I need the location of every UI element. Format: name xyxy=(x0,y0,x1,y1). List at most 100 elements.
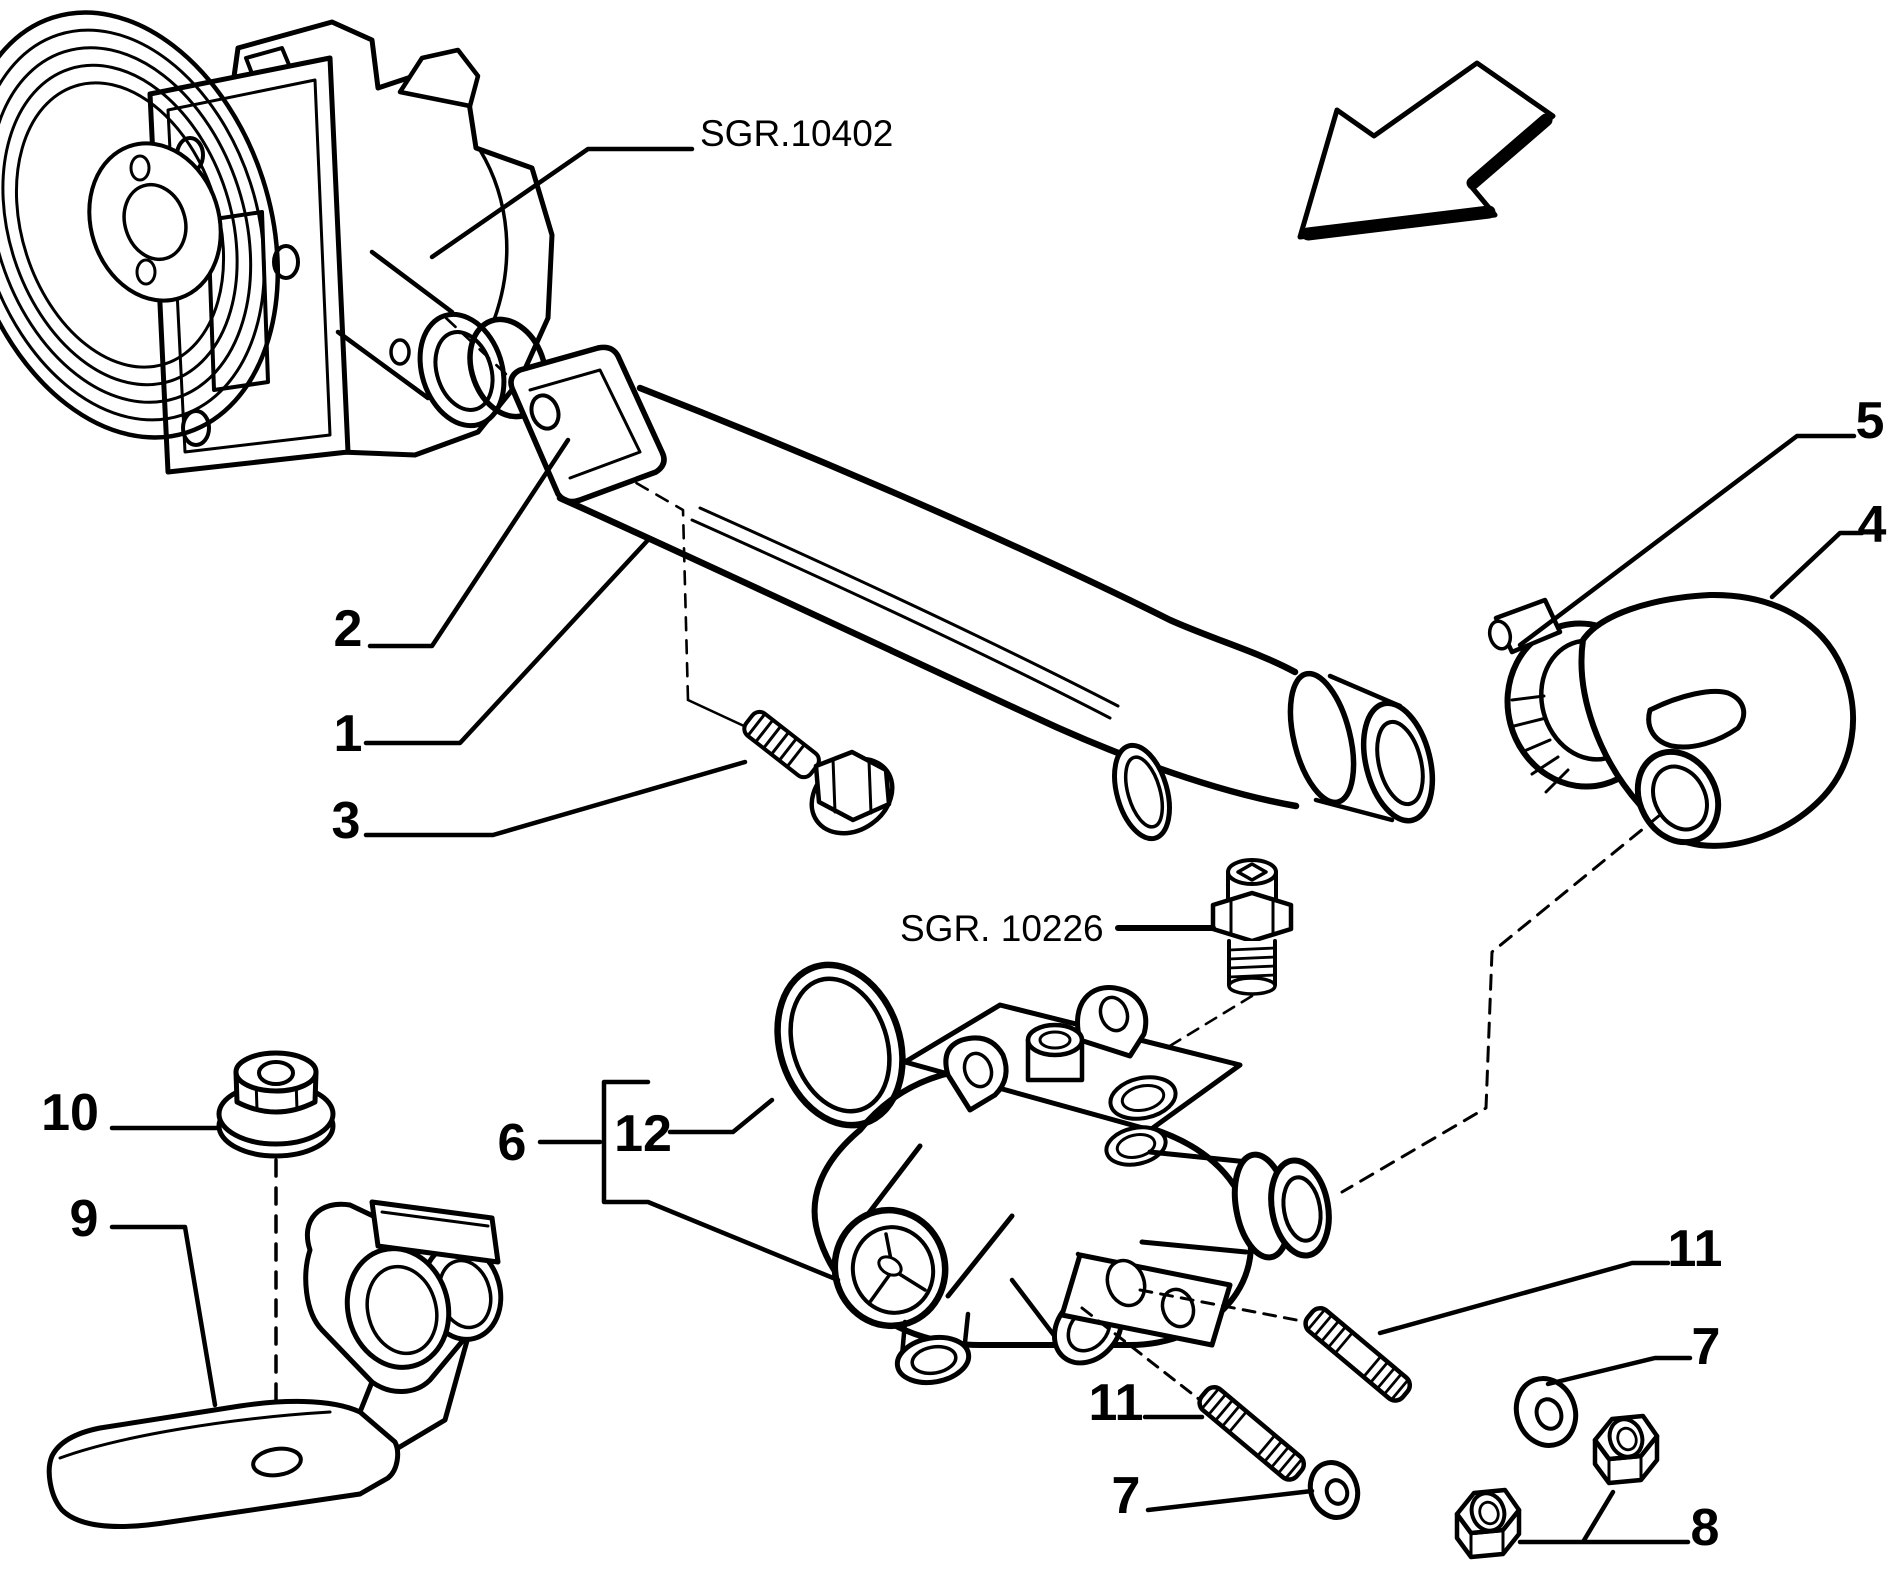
washer-bore xyxy=(1324,1478,1350,1506)
pump-pulley xyxy=(0,10,281,440)
stud-11-lower xyxy=(1197,1385,1307,1482)
thermostat-pin xyxy=(877,1255,903,1277)
leader-3 xyxy=(363,759,748,838)
nut-thread xyxy=(1478,1500,1500,1526)
housing-lower-port-bore xyxy=(910,1344,958,1376)
leader-2 xyxy=(367,437,571,649)
pump-outlet-bolt-hole xyxy=(389,338,411,366)
callout-3: 3 xyxy=(332,792,361,850)
fitting-threads xyxy=(1227,946,1277,979)
nut-8-lower xyxy=(1454,1487,1522,1560)
stud-threads xyxy=(1306,1308,1410,1401)
housing-deck-port-thread xyxy=(1120,1083,1166,1113)
assembly-axis-hose xyxy=(1340,813,1662,1194)
bolt-hex-facets xyxy=(831,757,873,815)
housing-boss-top xyxy=(1025,1022,1085,1058)
hose-bend-notch xyxy=(1646,688,1747,750)
leader-9 xyxy=(109,1224,218,1408)
nut-facet-lines xyxy=(1607,1454,1643,1485)
assembly-axis-studs xyxy=(1080,1288,1309,1402)
thermostat-housing-6 xyxy=(811,984,1332,1386)
pump-flange-inset xyxy=(166,78,332,454)
coolant-pipe-1 xyxy=(508,344,1436,842)
pulley-hub-bore xyxy=(122,182,188,262)
o-ring-outer xyxy=(774,961,906,1129)
bracket-foot-hole xyxy=(251,1446,303,1478)
nut-thread xyxy=(1616,1426,1638,1452)
callout-1: 1 xyxy=(334,705,363,763)
nut-8-upper xyxy=(1592,1413,1660,1486)
callout-5: 5 xyxy=(1856,392,1885,450)
leader-7-lower xyxy=(1145,1488,1315,1513)
callout-7-upper: 7 xyxy=(1692,1318,1721,1376)
leader-8 xyxy=(1517,1489,1691,1545)
callout-9: 9 xyxy=(70,1190,99,1248)
washer-7-lower xyxy=(1307,1460,1361,1520)
pulley-bolt-hole xyxy=(129,154,151,182)
callout-4: 4 xyxy=(1858,496,1887,554)
callout-10: 10 xyxy=(41,1084,99,1142)
nut-facet-lines xyxy=(1469,1528,1505,1559)
pipe-flange-inset xyxy=(528,368,642,480)
bracket-foot xyxy=(46,1398,401,1529)
callout-2: 2 xyxy=(334,600,363,658)
housing-outlet-bore xyxy=(1281,1175,1323,1243)
fitting-tip xyxy=(1227,976,1277,996)
clamp-band-slots xyxy=(1510,694,1570,794)
leader-1 xyxy=(363,537,651,746)
callout-8: 8 xyxy=(1691,1499,1720,1557)
pump-volute-line xyxy=(478,148,509,322)
housing-stud-hole xyxy=(1105,1258,1147,1308)
assembly-axis-bolt xyxy=(686,698,746,728)
pipe-ridge-lines xyxy=(690,506,1120,720)
bracket-clamp-ring-front-bore xyxy=(365,1264,439,1356)
pump-top-ear xyxy=(397,47,481,109)
fitting-hex-collar xyxy=(1210,890,1294,944)
pulley-bolt-hole xyxy=(135,258,157,286)
bolt-threads xyxy=(746,713,806,768)
housing-outlet-side xyxy=(1139,1149,1251,1255)
label-sgr-10226: SGR. 10226 xyxy=(900,908,1104,949)
clamp-screw-head xyxy=(1487,619,1513,651)
bolt-shank xyxy=(742,709,821,780)
pulley-groove xyxy=(0,28,266,422)
flange-nut-10 xyxy=(216,1050,336,1159)
washer-outer xyxy=(1513,1376,1579,1448)
callout-6: 6 xyxy=(498,1114,527,1172)
leader-6-bracket xyxy=(537,1079,841,1283)
direction-arrow-shadow xyxy=(1301,113,1553,241)
bracket-clamp-plate-line xyxy=(380,1210,490,1228)
support-bracket-9 xyxy=(46,1199,504,1529)
fitting-square-socket xyxy=(1236,862,1268,882)
fitting-hex-facets xyxy=(1229,897,1275,937)
hose-open-bore xyxy=(1651,764,1709,832)
washer-7-upper xyxy=(1513,1376,1579,1448)
pipe-outlet-bead xyxy=(1287,670,1357,806)
stud-threads xyxy=(1200,1387,1304,1480)
o-ring-12 xyxy=(774,961,906,1129)
bracket-foot-edge xyxy=(58,1410,332,1460)
coolant-hose-4 xyxy=(1578,591,1857,849)
pipe-tube-bottom xyxy=(556,494,1300,810)
callout-12: 12 xyxy=(614,1105,672,1163)
housing-ear-left-hole xyxy=(962,1051,994,1089)
pipe-outlet-end xyxy=(1360,700,1436,824)
pipe-lower-open-bore xyxy=(1123,755,1165,829)
housing-left-port-side xyxy=(859,1143,1015,1299)
pulley-groove xyxy=(0,46,253,404)
direction-arrow xyxy=(1297,60,1556,241)
nut10-bore xyxy=(257,1060,295,1086)
pipe-lower-open-end xyxy=(1112,742,1172,842)
pipe-tube-top xyxy=(636,384,1299,676)
leader-12 xyxy=(667,1097,775,1135)
housing-boss-thread xyxy=(1038,1030,1072,1050)
callout-11-lower: 11 xyxy=(1089,1374,1144,1432)
leader-5 xyxy=(1517,433,1857,648)
fitting-head-top xyxy=(1226,858,1278,886)
housing-ear-right-hole xyxy=(1098,995,1130,1033)
pump-snout xyxy=(335,249,455,401)
pipe-outlet-bore xyxy=(1375,719,1425,807)
nut10-hex-top xyxy=(233,1050,319,1094)
pipe-flange xyxy=(508,344,667,505)
